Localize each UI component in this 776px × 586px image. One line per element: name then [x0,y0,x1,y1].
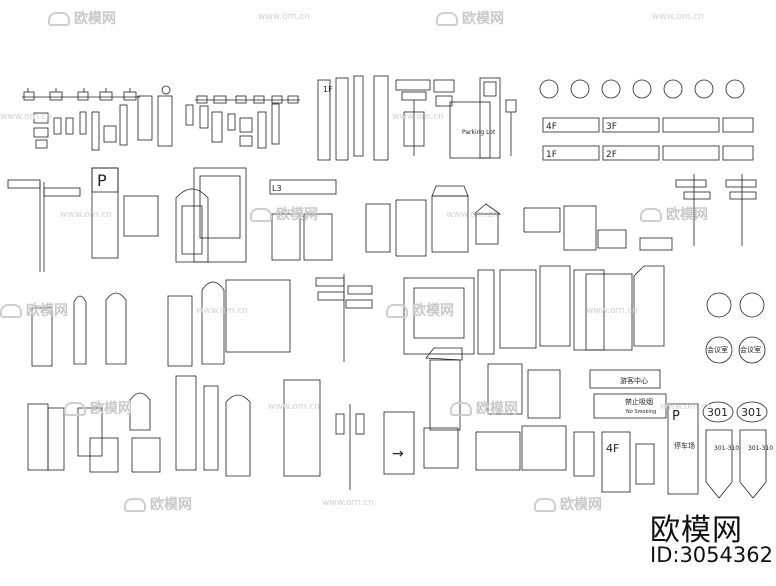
watermark-url-3: www.om.cn [0,112,52,122]
watermark-url: www.om.cn [258,12,310,22]
room-signs-right: 游客中心 禁止吸烟 No Smoking 4F P 停车场 [573,369,699,495]
arrow-glyph: → [392,446,404,462]
entrance-sign-bins [27,392,161,473]
parking-lot-en-label: Parking Lot [462,129,496,136]
room-301-label-2: 301 [741,406,762,419]
signpost-arrow-pole [315,274,373,362]
parking-p-letter-2: P [672,409,680,424]
level-l3-label: L3 [272,184,282,193]
bulletin-boards [365,185,673,257]
room-range-label: 301-310 [714,445,739,452]
watermark-url-10: www.om.cn [660,402,712,412]
vertical-banners [175,375,321,477]
watermark-logo-4: 欧模网 [640,204,708,224]
stop-parking-label: 停车场 [674,441,695,450]
room-301-pennants: 301 301 301-310 301-310 [702,401,773,499]
watermark-logo: 欧模网 [48,8,116,28]
no-smoking-label: 禁止吸烟 [625,397,653,406]
street-lamps: → [335,404,415,490]
info-kiosks [403,265,665,355]
no-smoking-en-label: No Smoking [626,409,656,415]
watermark-logo-8: 欧模网 [450,398,518,418]
watermark-url-4: www.om.cn [392,112,444,122]
parking-p-letter: P [97,171,107,190]
tourist-center-label: 游客中心 [620,376,648,385]
brand-name: 欧模网 [650,513,743,548]
restroom-circle-icons: 会议室 会议室 [705,292,766,364]
floor-1f-label-2: 1F [546,150,557,160]
meeting-room-label-2: 会议室 [740,345,761,354]
parking-totem: P [91,167,159,259]
watermark-url-8: www.om.cn [586,306,638,316]
watermark-logo-5: 欧模网 [0,300,68,320]
watermark-logo-3: 欧模网 [250,204,318,224]
watermark-url-7: www.om.cn [196,306,248,316]
floor-4f-label: 4F [546,122,557,132]
meeting-room-label: 会议室 [707,345,728,354]
watermark-logo-10: 欧模网 [534,494,602,514]
floor-3f-label: 3F [606,122,617,132]
watermark-url-5: www.om.cn [60,210,112,220]
watermark-logo-9: 欧模网 [124,494,192,514]
hanging-sign-group-1 [22,85,173,151]
benches-and-shelters [423,347,567,471]
hanging-sign-group-2 [185,95,300,149]
watermark-url-6: www.om.cn [446,210,498,220]
floor-1f-label: 1F [323,85,333,94]
recycle-bins: L3 [269,179,337,261]
floor-2f-label: 2F [606,150,617,160]
room-301-label: 301 [707,406,728,419]
direction-pole-group: 1F Parking Lot [317,75,517,161]
floor-4f-big-label: 4F [606,442,619,455]
watermark-url-11: www.om.cn [322,498,374,508]
fingerpost-signs [675,174,757,246]
watermark-url-9: www.om.cn [268,402,320,412]
model-id: ID:3054362 [650,543,773,567]
watermark-logo-7: 欧模网 [64,398,132,418]
watermark-logo-6: 欧模网 [386,300,454,320]
street-sign-pole [7,179,81,272]
framed-billboard [193,167,247,263]
room-range-label-2: 301-310 [748,445,773,452]
watermark-logo-2: 欧模网 [436,8,504,28]
arched-billboard [175,188,209,263]
traditional-gate-signs [31,279,291,367]
watermark-url-2: www.om.cn [652,12,704,22]
restroom-icon-sign-group: 4F 3F 2F 1F [539,79,754,161]
